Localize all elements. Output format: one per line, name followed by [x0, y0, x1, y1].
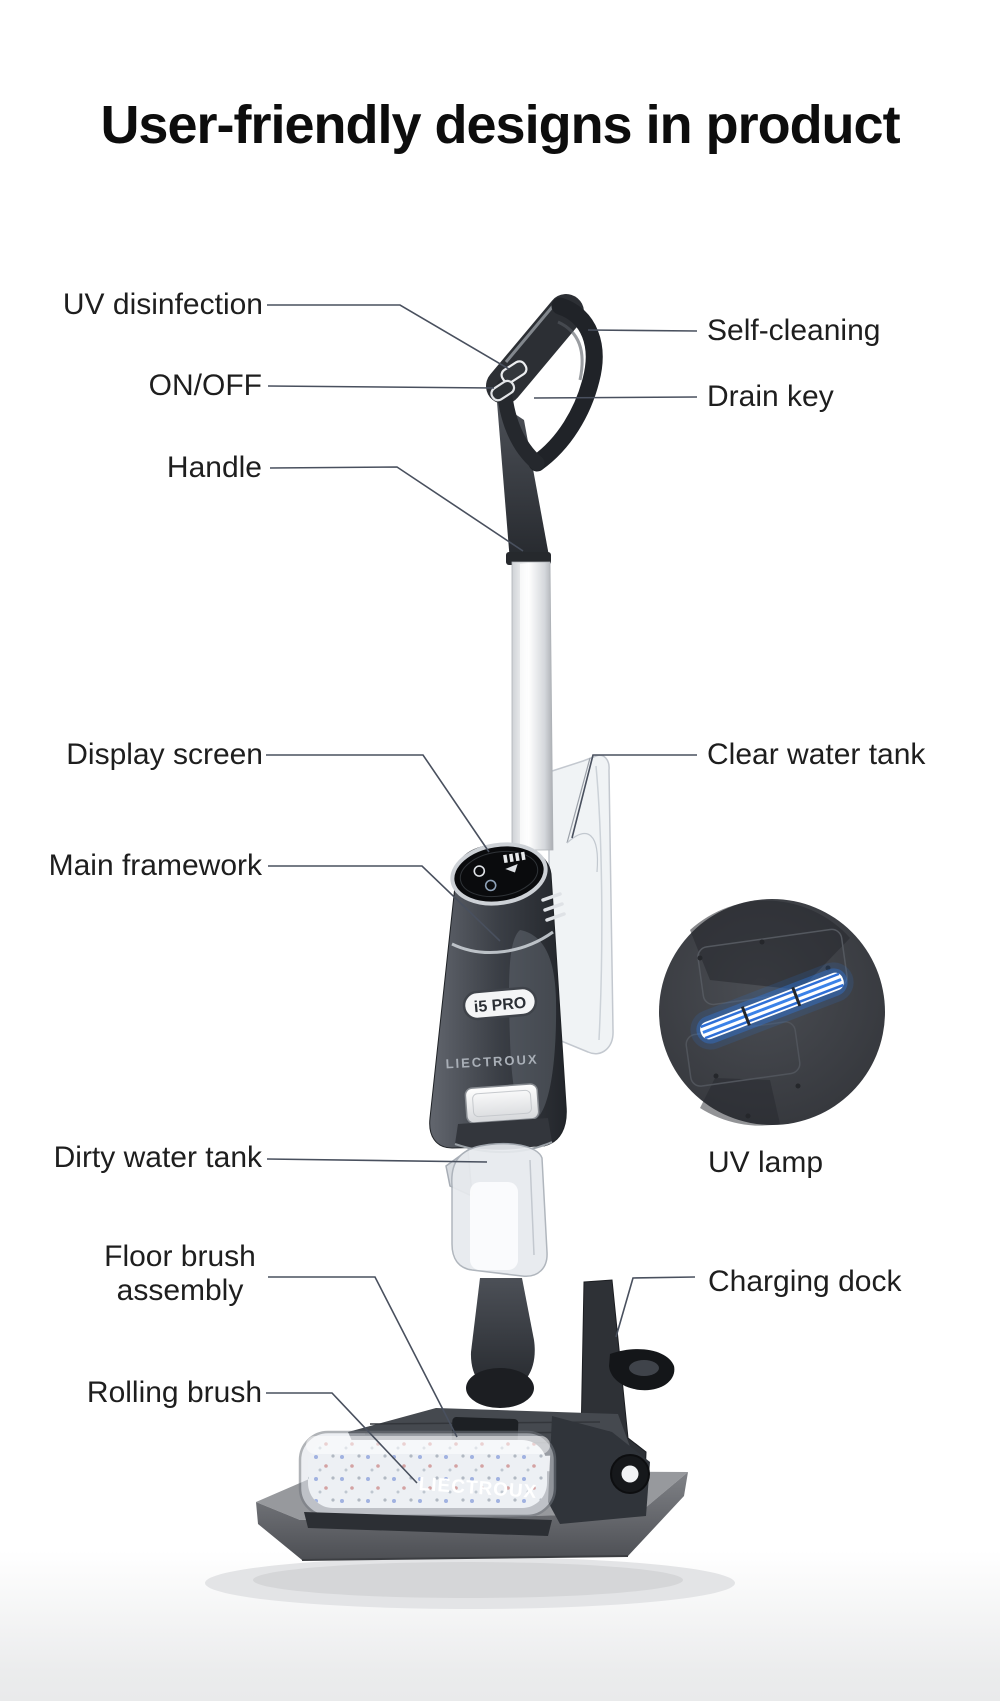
- leader-on-off: [267, 385, 495, 389]
- head-right-section: [548, 1416, 650, 1524]
- handle: [486, 294, 603, 472]
- pole: [506, 552, 554, 851]
- leader-handle: [269, 466, 524, 552]
- model-badge-text: i5 PRO: [473, 995, 527, 1017]
- callout-charging-dock: Charging dock: [708, 1265, 902, 1298]
- callout-clear-water-tank: Clear water tank: [707, 738, 926, 771]
- uv-lamp-inset: [659, 899, 885, 1126]
- callout-uv-lamp: UV lamp: [708, 1146, 824, 1179]
- callout-handle: Handle: [166, 451, 262, 484]
- leader-charging-dock: [615, 1276, 696, 1338]
- leader-lines: [266, 304, 698, 1484]
- lower-neck: [466, 1278, 535, 1408]
- mode-icon: [484, 879, 497, 892]
- leader-floor-brush: [268, 1276, 458, 1438]
- ground-shadow: [205, 1557, 735, 1609]
- callout-rolling-brush: Rolling brush: [86, 1376, 262, 1409]
- tank-collar: [455, 1118, 552, 1150]
- uv-lamp: [690, 962, 854, 1050]
- callout-uv-disinfection: UV disinfection: [62, 288, 263, 321]
- callout-main-framework: Main framework: [48, 849, 262, 882]
- battery-icon: [503, 851, 526, 864]
- leader-display-screen: [266, 754, 490, 853]
- leader-main-framework: [268, 865, 501, 942]
- callout-on-off: ON/OFF: [148, 369, 262, 402]
- rolling-brush: LIECTROUX: [298, 1430, 557, 1536]
- handle-neck: [497, 402, 549, 562]
- clear-water-tank: [548, 754, 614, 1055]
- model-badge: i5 PRO: [462, 986, 538, 1021]
- display-screen: [450, 842, 548, 906]
- leader-uv-disinfection: [267, 304, 510, 370]
- body-vents: [541, 892, 566, 922]
- tank-release-button: [464, 1083, 540, 1124]
- self-clean-icon: [473, 865, 486, 877]
- callout-self-cleaning: Self-cleaning: [707, 314, 881, 347]
- body-brand-text: LIECTROUX: [445, 1052, 539, 1072]
- leader-drain-key: [533, 396, 698, 399]
- leader-self-cleaning: [587, 329, 698, 332]
- callout-display-screen: Display screen: [66, 738, 263, 771]
- callout-floor-brush-assembly: Floor brush assembly: [104, 1240, 256, 1307]
- inset-screws: [697, 939, 831, 1119]
- leader-dirty-water-tank: [266, 1158, 488, 1163]
- arrow-icon: [505, 863, 518, 873]
- callout-dirty-water-tank: Dirty water tank: [53, 1141, 262, 1174]
- page-title: User-friendly designs in product: [100, 95, 900, 155]
- uv-disinfection-button: [500, 360, 528, 384]
- leader-rolling-brush: [266, 1392, 418, 1484]
- dirty-water-tank: [445, 1142, 548, 1277]
- leader-clear-water-tank: [571, 754, 697, 839]
- callout-drain-key: Drain key: [707, 380, 834, 413]
- on-off-button: [490, 379, 516, 402]
